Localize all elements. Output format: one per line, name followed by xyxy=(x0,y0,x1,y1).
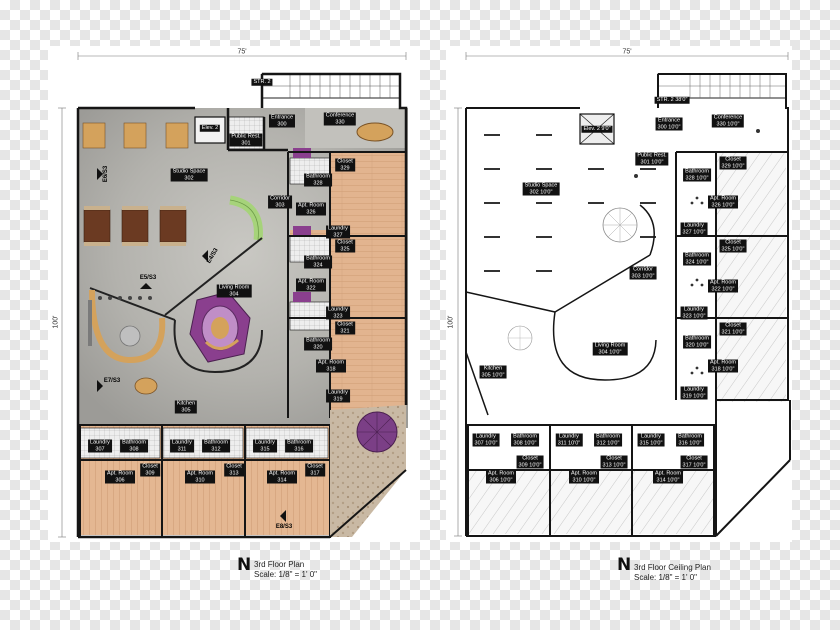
section-tag-e6: E6/S3 xyxy=(103,165,109,183)
ceiling-stair-label: STR. 2 38'0" xyxy=(654,96,690,104)
ceiling-side-dimension: 100' xyxy=(447,315,455,329)
top-dimension: 75' xyxy=(237,48,247,56)
floor-plan-title-block: 3rd Floor Plan Scale: 1/8" = 1' 0" xyxy=(254,560,317,580)
floor-plan-title: 3rd Floor Plan xyxy=(254,560,305,569)
side-dimension: 100' xyxy=(52,315,60,329)
north-arrow-icon: N xyxy=(237,555,252,575)
stair-label: STR. 2 xyxy=(251,78,273,86)
section-tag-e7: E7/S3 xyxy=(103,378,121,384)
floor-plan-scale: Scale: 1/8" = 1' 0" xyxy=(254,570,318,579)
ceiling-room-public-rest: Public Rest.301 10'0" xyxy=(635,152,669,166)
section-tag-e5: E5/S3 xyxy=(139,275,157,281)
ceiling-plan-title-block: 3rd Floor Ceiling Plan Scale: 1/8" = 1' … xyxy=(634,563,711,583)
ceiling-plan-scale: Scale: 1/8" = 1' 0" xyxy=(634,573,698,582)
room-public-rest: Public Rest.301 xyxy=(229,133,263,147)
ceiling-plan-title: 3rd Floor Ceiling Plan xyxy=(634,563,711,572)
ceiling-elevator: Elev. 2 9'0" xyxy=(581,125,613,133)
section-tag-e8: E8/S3 xyxy=(275,524,293,530)
ceiling-north-arrow-icon: N xyxy=(617,555,632,575)
ceiling-top-dimension: 75' xyxy=(622,48,632,56)
elevator-label: Elev. 2 xyxy=(199,124,221,132)
